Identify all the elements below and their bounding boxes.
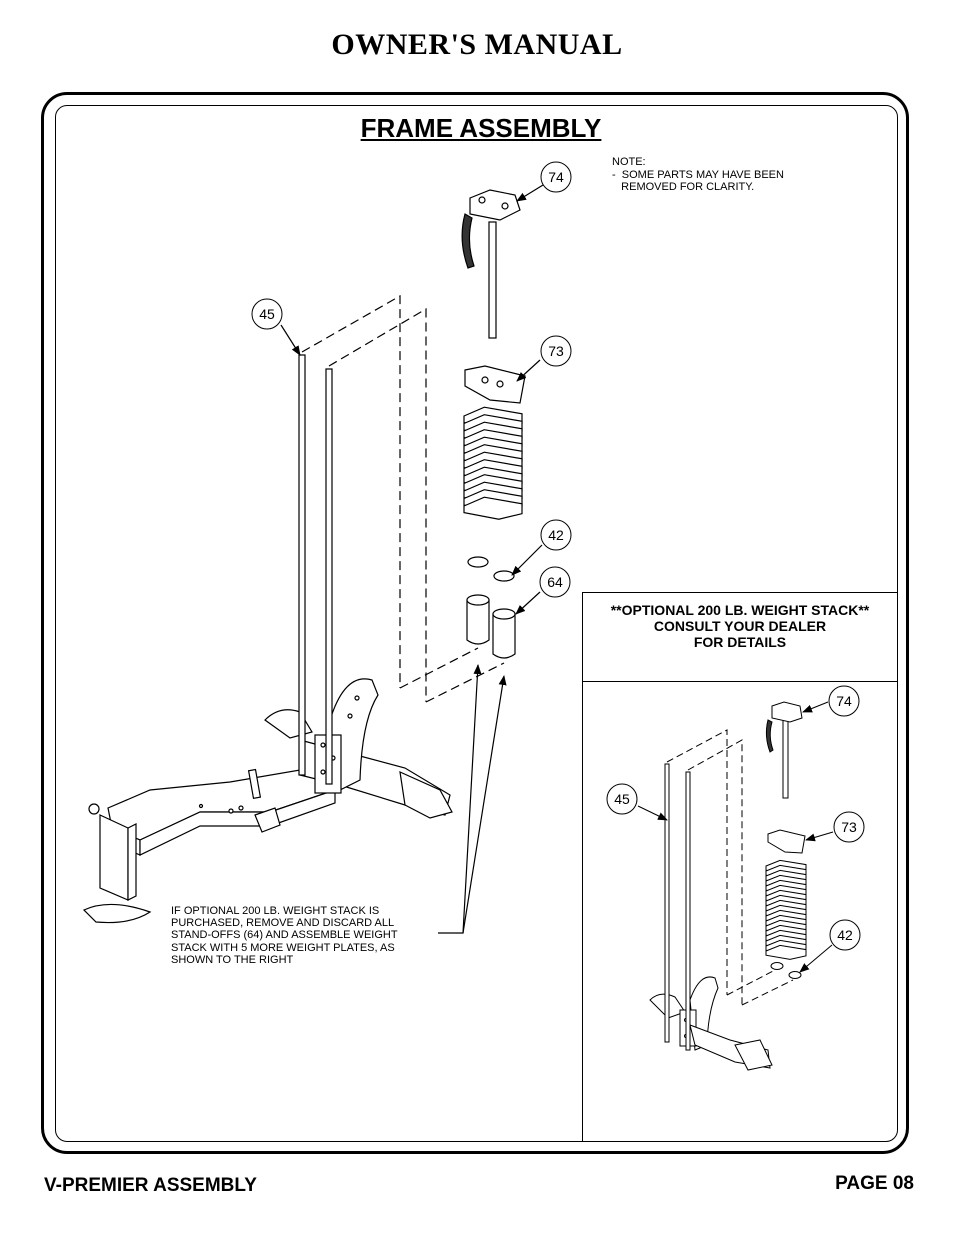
main-hidden-lines — [301, 294, 505, 703]
callout-42: 42 — [540, 519, 572, 551]
opt-guide-rods — [664, 763, 691, 1051]
page-header-title: OWNER'S MANUAL — [331, 28, 623, 61]
optional-diagram — [637, 701, 834, 1071]
optional-stack-instructions: IF OPTIONAL 200 LB. WEIGHT STACK IS PURC… — [171, 905, 398, 966]
svg-text:45: 45 — [259, 306, 275, 322]
optional-stack-box — [582, 592, 898, 1142]
optional-notice-line3: FOR DETAILS — [693, 634, 787, 650]
weight-plate — [765, 944, 807, 960]
leader-64 — [515, 591, 541, 615]
opt-washer-1 — [770, 962, 784, 970]
optional-stack-notice: **OPTIONAL 200 LB. WEIGHT STACK** CONSUL… — [582, 602, 898, 650]
svg-text:73: 73 — [548, 343, 564, 359]
note-text: NOTE: - SOME PARTS MAY HAVE BEEN REMOVED… — [612, 156, 784, 193]
footer-page-number: PAGE 08 — [835, 1173, 914, 1194]
callout-64: 64 — [539, 566, 571, 598]
opt-leader-45 — [637, 805, 668, 821]
base-frame — [82, 678, 453, 924]
opt-leader-74 — [802, 701, 829, 713]
inner-frame — [55, 105, 898, 1142]
optional-notice-line1: **OPTIONAL 200 LB. WEIGHT STACK** — [610, 602, 870, 618]
svg-text:74: 74 — [836, 693, 852, 709]
svg-text:74: 74 — [548, 169, 564, 185]
main-diagram — [82, 184, 544, 934]
callout-73: 73 — [540, 335, 572, 367]
main-top-plate — [464, 365, 526, 404]
optional-box-divider — [582, 681, 898, 682]
svg-text:73: 73 — [841, 819, 857, 835]
opt-callout-73: 73 — [833, 811, 865, 843]
main-stand-offs — [466, 594, 516, 659]
opt-top-plate — [767, 829, 806, 854]
opt-callout-45: 45 — [606, 783, 638, 815]
opt-selector-stem — [765, 701, 803, 799]
main-washer-1 — [467, 556, 489, 568]
leader-73 — [516, 359, 541, 382]
leader-42 — [511, 544, 543, 576]
instruction-leaders — [438, 664, 507, 934]
svg-text:45: 45 — [614, 791, 630, 807]
opt-weight-stack — [765, 859, 807, 960]
svg-text:42: 42 — [837, 927, 853, 943]
opt-washer-2 — [788, 971, 802, 979]
svg-text:64: 64 — [547, 574, 563, 590]
callout-45: 45 — [251, 298, 283, 330]
opt-hidden-lines — [666, 729, 794, 1006]
main-weight-stack — [463, 406, 523, 520]
main-callouts: 74 45 73 42 64 — [251, 161, 572, 598]
opt-callout-74: 74 — [828, 685, 860, 717]
callout-74: 74 — [540, 161, 572, 193]
optional-callouts: 74 45 73 42 — [606, 685, 865, 951]
opt-leader-42 — [799, 944, 833, 973]
opt-leader-73 — [805, 831, 834, 842]
leader-45 — [280, 324, 301, 356]
weight-plate — [463, 496, 523, 520]
main-washer-2 — [493, 570, 515, 582]
main-selector-stem — [461, 189, 521, 339]
footer-product-name: V-PREMIER ASSEMBLY — [44, 1175, 257, 1196]
leader-74 — [516, 184, 544, 202]
optional-notice-line2: CONSULT YOUR DEALER — [653, 618, 827, 634]
opt-callout-42: 42 — [829, 919, 861, 951]
outer-frame — [41, 92, 909, 1154]
main-guide-rods — [298, 354, 333, 785]
section-title: FRAME ASSEMBLY — [360, 113, 602, 143]
svg-text:42: 42 — [548, 527, 564, 543]
